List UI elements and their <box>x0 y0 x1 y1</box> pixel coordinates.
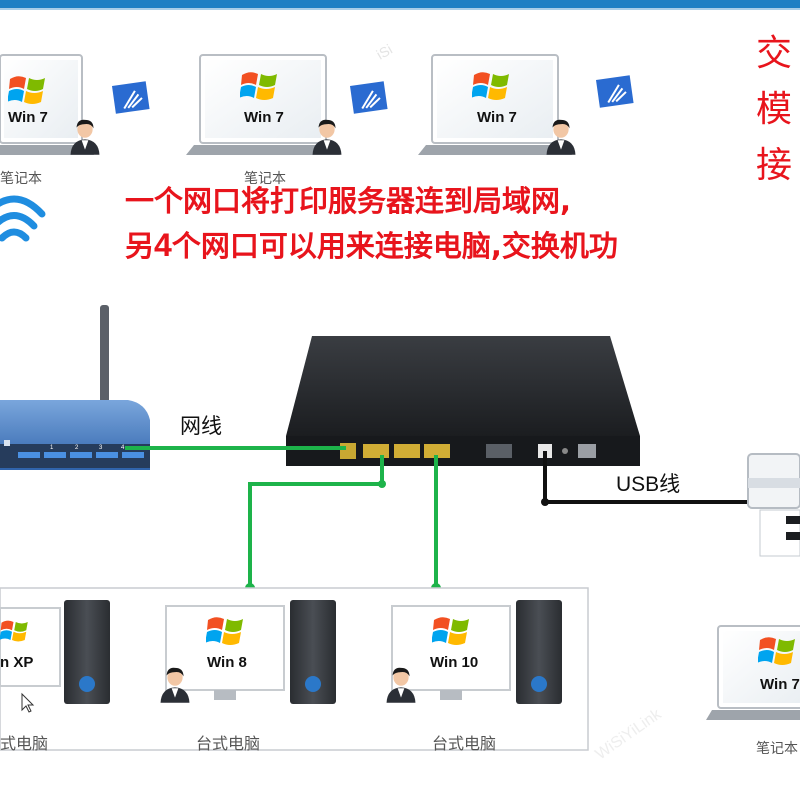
wifi-badge-icon <box>596 75 634 108</box>
desktop-1 <box>0 600 110 704</box>
device-caption: 式电脑 <box>0 734 49 753</box>
top-accent-bar-shadow <box>0 8 800 10</box>
laptop-1 <box>0 54 100 155</box>
antenna <box>100 305 109 423</box>
router-port-label: 1 <box>50 445 54 451</box>
os-label: Win 8 <box>207 654 247 671</box>
device-caption: 笔记本 <box>244 171 286 187</box>
printer <box>747 453 800 557</box>
wifi-badge-icon <box>112 81 150 114</box>
os-label: Win 10 <box>430 654 479 671</box>
watermark-text: WiSiYiLink <box>593 705 666 763</box>
wifi-badge-icon <box>350 81 388 114</box>
os-label: Win 7 <box>760 676 800 693</box>
router-port-label: 3 <box>99 445 103 451</box>
os-label: Win 7 <box>8 109 48 126</box>
mouse-cursor-icon <box>21 692 35 713</box>
print-server-box <box>286 336 640 466</box>
annotation-port-count: 4 <box>154 227 172 263</box>
laptop-3 <box>418 54 576 155</box>
side-title-char: 接 <box>756 145 793 186</box>
os-label: Win 7 <box>477 109 517 126</box>
device-caption: 笔记本 <box>756 741 798 757</box>
annotation-prefix: 另 <box>125 229 155 263</box>
side-title-char: 交 <box>756 33 793 74</box>
router-port-label: 2 <box>75 445 79 451</box>
watermark-text: iSi <box>374 41 395 63</box>
side-title-char: 模 <box>756 89 793 130</box>
lan-cable-label: 网线 <box>180 414 222 438</box>
lan-cable-win8 <box>248 455 384 588</box>
device-caption: 台式电脑 <box>432 734 497 753</box>
router-port-label: 4 <box>121 445 125 451</box>
desktop-3 <box>386 600 562 704</box>
annotation-suffix: 个网口可以用来连接电脑,交换机功 <box>171 229 618 263</box>
os-label: n XP <box>0 654 34 671</box>
wifi-signal-icon <box>0 195 46 242</box>
wireless-router: 1 2 3 4 <box>0 305 150 470</box>
usb-cable-label: USB线 <box>616 473 681 496</box>
laptop-2 <box>186 54 342 155</box>
desktop-2 <box>160 600 336 704</box>
laptop-4 <box>706 625 800 720</box>
top-accent-bar <box>0 0 800 8</box>
annotation-line-2: 另4个网口可以用来连接电脑,交换机功 <box>125 226 618 265</box>
annotation-line-1: 一个网口将打印服务器连到局域网, <box>125 184 572 218</box>
device-caption: 笔记本 <box>0 171 42 187</box>
os-label: Win 7 <box>244 109 284 126</box>
lan-cables <box>125 446 438 588</box>
device-caption: 台式电脑 <box>196 734 261 753</box>
